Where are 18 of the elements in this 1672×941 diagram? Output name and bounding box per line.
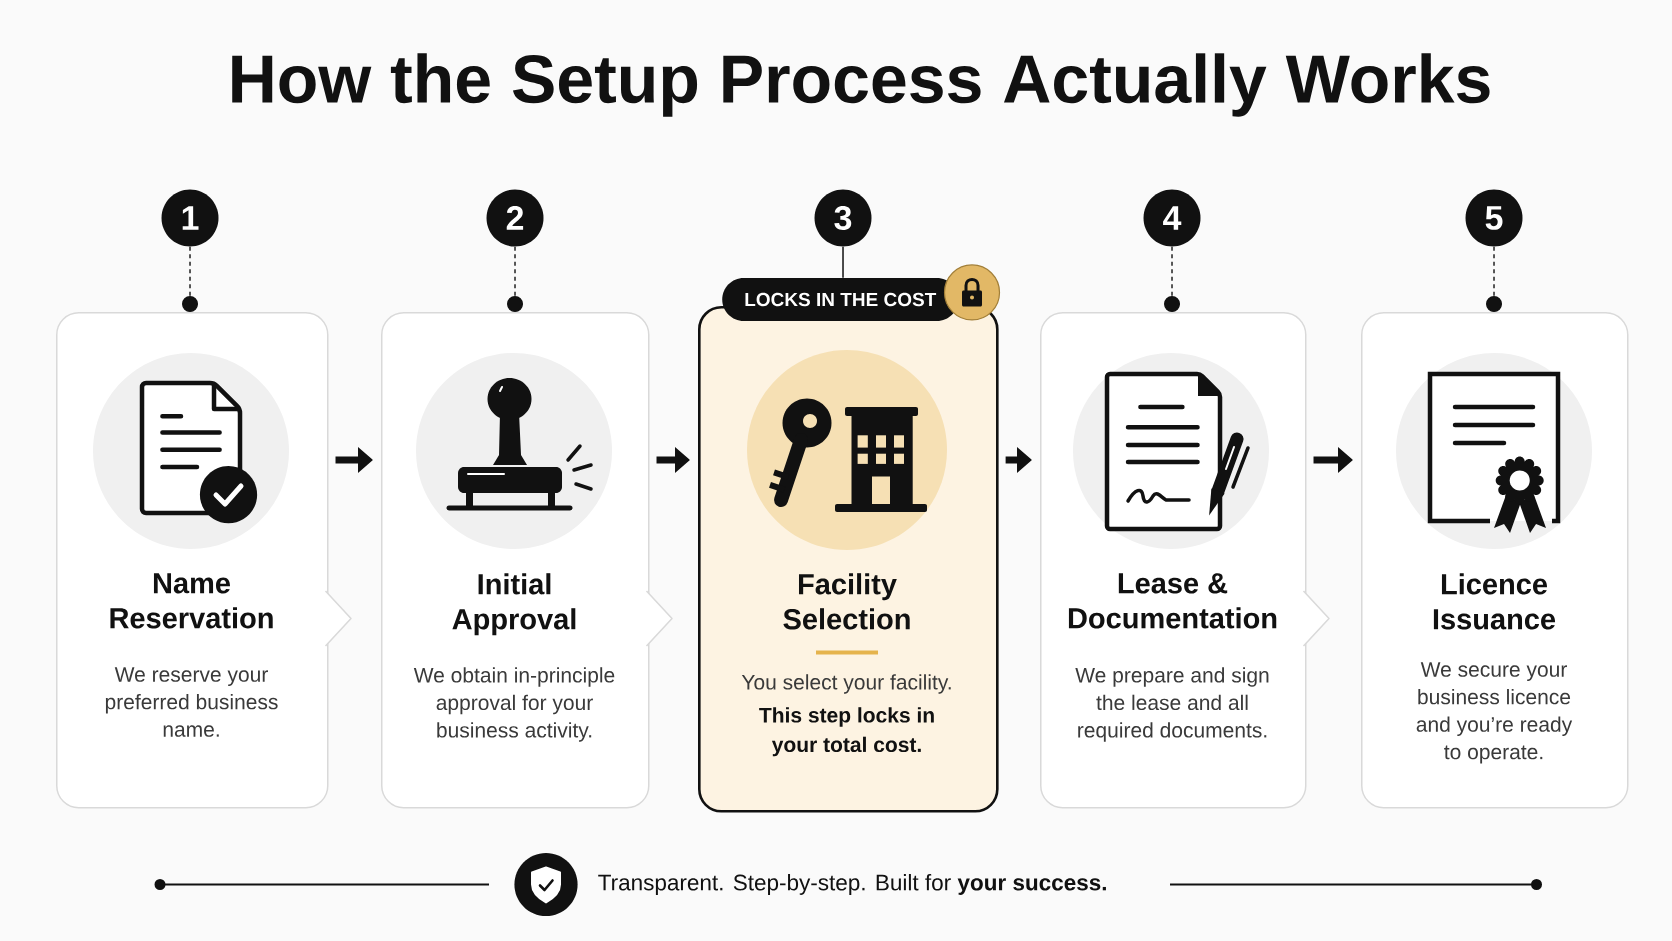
connector-line xyxy=(1164,246,1180,312)
badge: LOCKS IN THE COST xyxy=(722,278,959,321)
step-description: We secure your business licence and you’re ready to operate. xyxy=(1416,662,1573,764)
step-number: 2 xyxy=(486,189,544,247)
step-title: Facility Selection xyxy=(783,573,910,630)
tagline: Transparent. Step-by-step. Built for your success. xyxy=(598,874,1106,895)
step-number: 3 xyxy=(814,189,872,247)
step-number: 1 xyxy=(161,189,219,247)
connector-line xyxy=(1486,246,1502,312)
step-number: 5 xyxy=(1465,189,1523,247)
connector-line xyxy=(507,246,523,312)
title: How the Setup Process Actually Works xyxy=(232,53,1490,117)
connector-line xyxy=(182,246,198,312)
highlight-note: This step locks in your total cost. xyxy=(759,707,934,757)
step-description: You select your facility. xyxy=(741,674,951,694)
connector-line xyxy=(842,245,844,279)
step-title: Licence Issuance xyxy=(1433,573,1556,630)
step-number: 4 xyxy=(1143,189,1201,247)
